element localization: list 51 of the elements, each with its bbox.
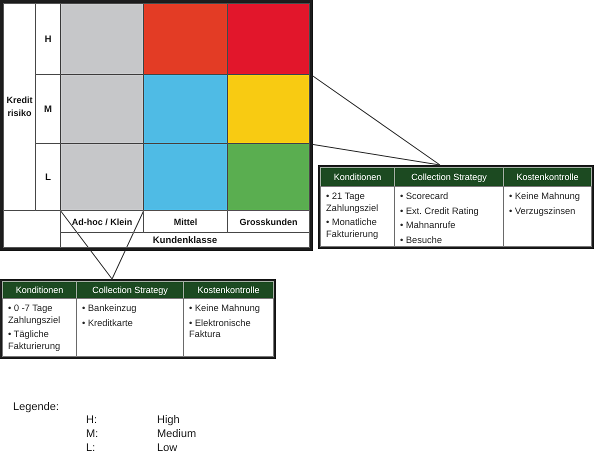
table-header: Collection Strategy xyxy=(394,167,504,187)
leader-line xyxy=(60,210,113,280)
table-cell xyxy=(76,298,184,357)
bullet-item: • Besuche xyxy=(400,234,444,246)
table-header: Konditionen xyxy=(320,167,395,187)
bullet-item: • Scorecard xyxy=(400,191,450,202)
table-cell xyxy=(503,186,592,247)
bullet-item: • Mahnanrufe xyxy=(400,220,456,232)
matrix-cell xyxy=(60,3,144,75)
info-table xyxy=(318,165,594,249)
bullet-item: • Monatliche Fakturierung xyxy=(326,217,380,240)
bullet-item: • 21 Tage Zahlungsziel xyxy=(326,191,380,214)
bullet-item: • Keine Mahnung xyxy=(189,303,261,314)
info-table xyxy=(0,279,276,359)
matrix-cell xyxy=(227,74,310,144)
bullet-item: • 0 -7 Tage Zahlungsziel xyxy=(8,303,62,326)
legend-value: Low xyxy=(157,442,178,455)
table-header: Konditionen xyxy=(2,281,77,299)
matrix-cell xyxy=(143,3,228,75)
bullet-item: • Verzugszinsen xyxy=(509,206,576,217)
table-header: Kostenkontrolle xyxy=(503,167,592,187)
legend-key: L: xyxy=(86,442,96,455)
matrix-cell xyxy=(60,74,144,144)
table-cell xyxy=(320,186,395,247)
legend-title: Legende: xyxy=(13,401,59,414)
matrix-cell xyxy=(143,143,228,211)
legend-value: High xyxy=(157,414,180,427)
matrix-cell xyxy=(227,143,310,211)
table-cell xyxy=(394,186,504,247)
column-header: Grosskunden xyxy=(227,210,310,233)
legend-value: Medium xyxy=(157,428,196,441)
row-axis-header: Kredit risiko xyxy=(3,3,36,211)
blank-cell xyxy=(3,210,61,248)
leader-line xyxy=(112,210,144,280)
matrix-cell xyxy=(227,3,310,75)
bullet-item: • Kreditkarte xyxy=(82,318,134,329)
matrix-cell xyxy=(60,143,144,211)
table-cell xyxy=(2,298,77,357)
bullet-item: • Keine Mahnung xyxy=(509,191,581,202)
bullet-item: • Elektronische Faktura xyxy=(189,318,252,340)
table-header: Kostenkontrolle xyxy=(183,281,274,299)
bullet-item: • Bankeinzug xyxy=(82,303,138,314)
table-header: Collection Strategy xyxy=(76,281,184,299)
table-cell xyxy=(183,298,274,357)
bullet-item: • Tägliche Fakturierung xyxy=(8,329,62,352)
risk-matrix xyxy=(0,0,313,251)
column-axis-header: Kundenklasse xyxy=(60,232,310,248)
legend-key: H: xyxy=(86,414,97,427)
legend-key: M: xyxy=(86,428,98,441)
bullet-item: • Ext. Credit Rating xyxy=(400,206,480,217)
matrix-cell xyxy=(143,74,228,144)
